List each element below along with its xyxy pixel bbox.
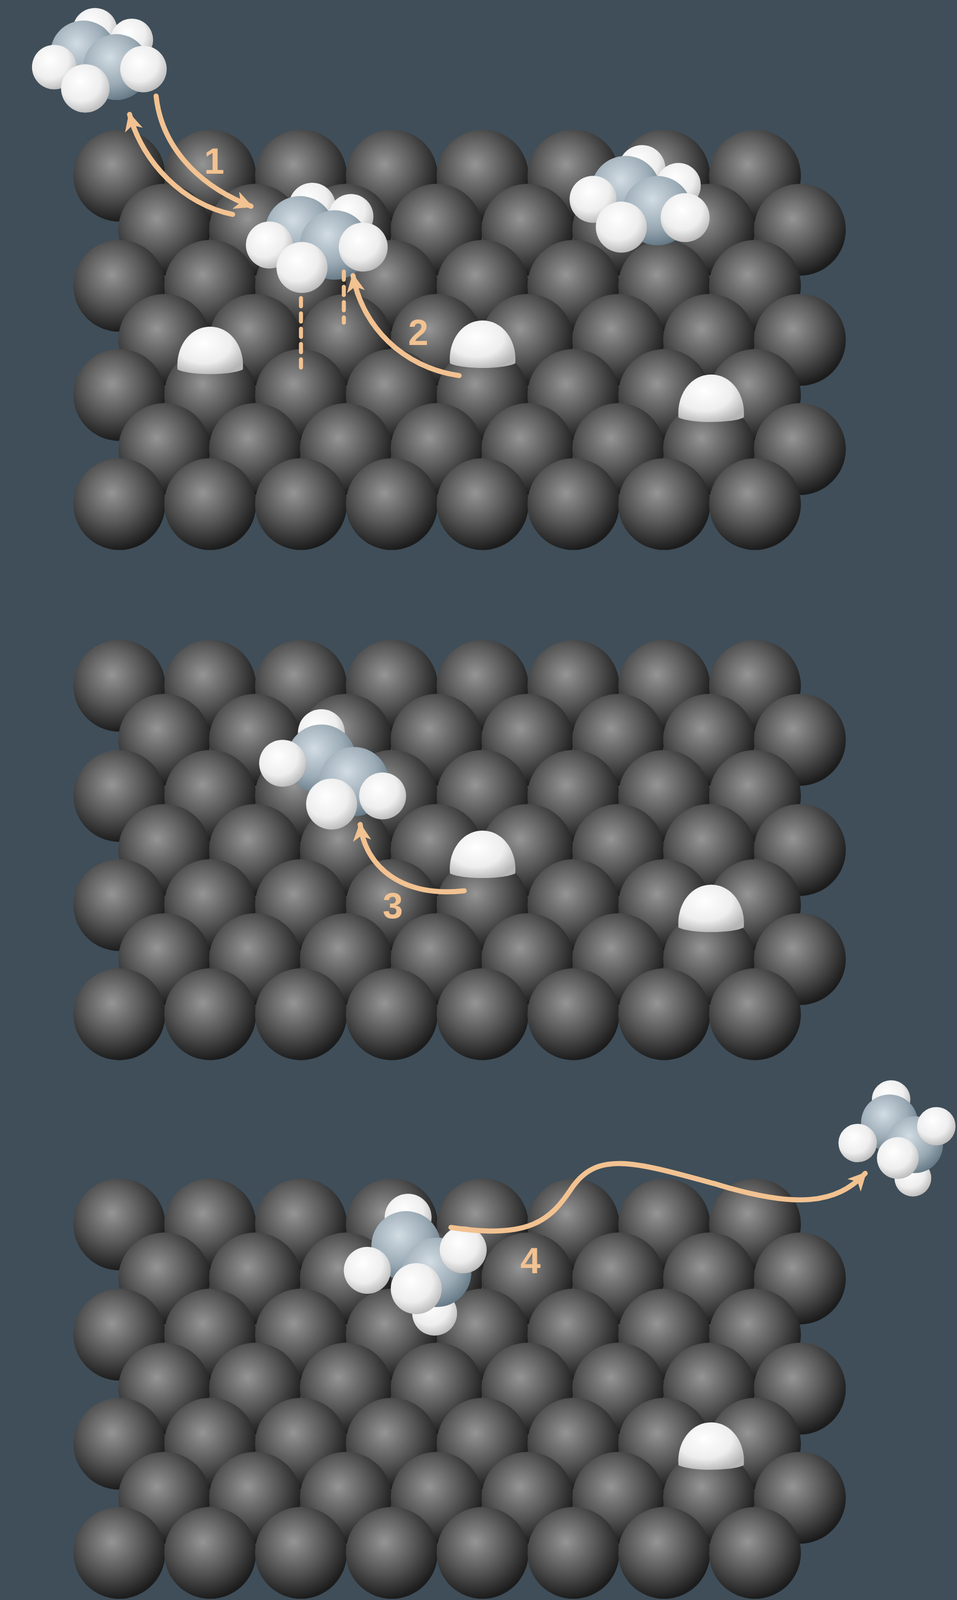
callout-number: 3 xyxy=(382,887,403,924)
callout-number: 1 xyxy=(204,143,225,180)
callout-number: 2 xyxy=(408,314,429,351)
callout-number: 4 xyxy=(520,1242,541,1280)
